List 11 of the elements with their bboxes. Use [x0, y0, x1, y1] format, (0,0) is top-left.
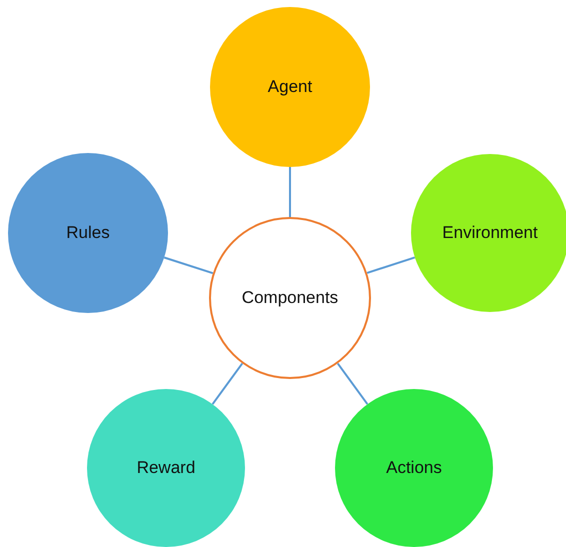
connector-line [336, 362, 368, 405]
node-label: Components [242, 288, 338, 308]
connector-line [164, 256, 214, 274]
node-label: Rules [66, 223, 110, 243]
connector-line [212, 362, 244, 405]
node-label: Actions [386, 458, 442, 478]
node-label: Reward [136, 458, 196, 478]
node-label: Agent [268, 77, 312, 97]
connector-line [289, 167, 291, 217]
node-label: Environment [442, 223, 538, 243]
connector-line [366, 256, 416, 274]
